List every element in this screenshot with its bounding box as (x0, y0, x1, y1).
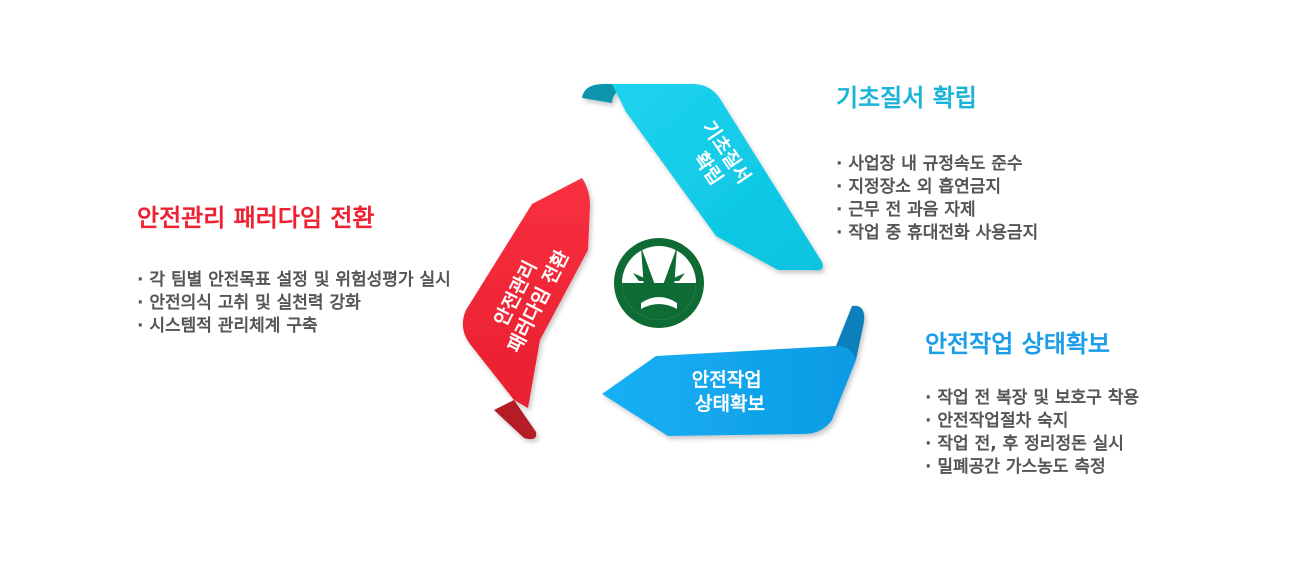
list-item: 근무 전 과음 자제 (836, 199, 1038, 222)
panel-red-items: 각 팀별 안전목표 설정 및 위험성평가 실시 안전의식 고취 및 실천력 강화… (137, 269, 451, 338)
ribbon-red-body (462, 178, 590, 408)
panel-cyan-title: 기초질서 확립 (836, 84, 977, 112)
list-item: 작업 중 휴대전화 사용금지 (836, 222, 1038, 245)
ribbon-blue: 안전작업 상태확보 (602, 305, 865, 436)
list-item: 안전작업절차 숙지 (925, 410, 1139, 433)
list-item: 작업 전 복장 및 보호구 착용 (925, 387, 1139, 410)
ribbon-red-fold (494, 400, 537, 440)
ribbon-cyan: 기초질서 확립 (582, 84, 823, 271)
list-item: 작업 전, 후 정리정돈 실시 (925, 433, 1139, 456)
panel-blue-title: 안전작업 상태확보 (925, 330, 1110, 358)
list-item: 시스템적 관리체계 구축 (137, 315, 451, 338)
ribbon-blue-label: 안전작업 상태확보 (692, 369, 769, 415)
list-item: 지정장소 외 흡연금지 (836, 176, 1038, 199)
panel-safety-management-paradigm: 안전관리 패러다임 전환 각 팀별 안전목표 설정 및 위험성평가 실시 안전의… (137, 198, 451, 338)
panel-safe-work-condition: 안전작업 상태확보 작업 전 복장 및 보호구 착용 안전작업절차 숙지 작업 … (925, 324, 1139, 479)
ribbon-blue-body (602, 346, 856, 436)
panel-blue-items: 작업 전 복장 및 보호구 착용 안전작업절차 숙지 작업 전, 후 정리정돈 … (925, 387, 1139, 479)
list-item: 밀폐공간 가스농도 측정 (925, 456, 1139, 479)
ribbon-red: 안전관리 패러다임 전환 (462, 178, 590, 440)
list-item: 각 팀별 안전목표 설정 및 위험성평가 실시 (137, 269, 450, 292)
ribbon-cyan-body (612, 84, 823, 271)
panel-red-title: 안전관리 패러다임 전환 (137, 204, 375, 232)
panel-cyan-items: 사업장 내 규정속도 준수 지정장소 외 흡연금지 근무 전 과음 자제 작업 … (836, 153, 1038, 245)
list-item: 사업장 내 규정속도 준수 (836, 153, 1038, 176)
panel-basic-order: 기초질서 확립 사업장 내 규정속도 준수 지정장소 외 흡연금지 근무 전 과… (836, 78, 1038, 245)
ribbon-blue-fold (836, 305, 865, 360)
list-item: 안전의식 고취 및 실천력 강화 (137, 292, 451, 315)
company-logo-icon (614, 238, 704, 328)
